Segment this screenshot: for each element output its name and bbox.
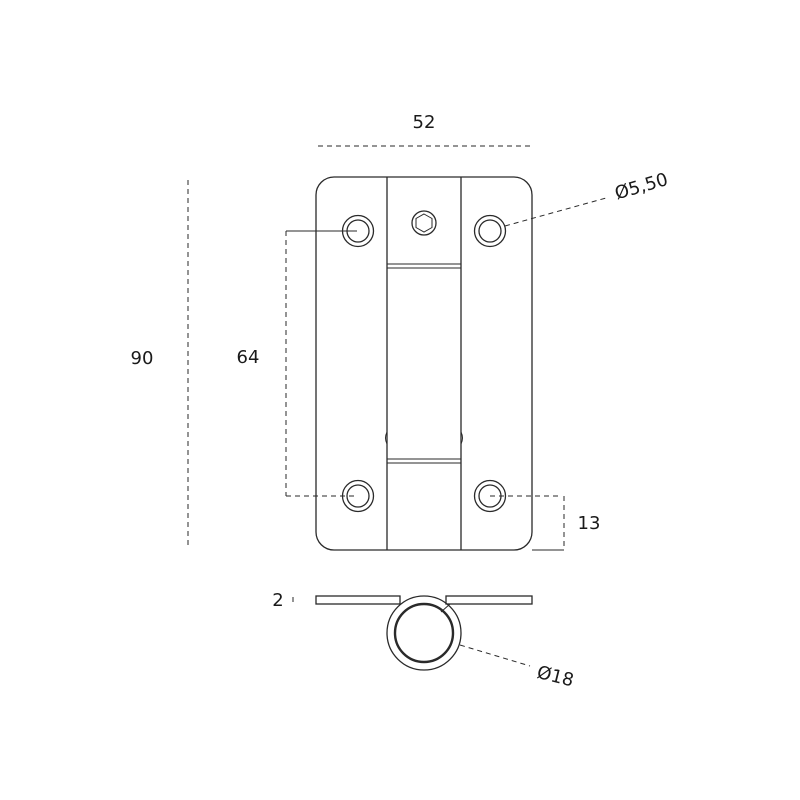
side-leaf-left (315, 595, 401, 605)
dimension-hole-diameter: Ø5,50 (504, 169, 671, 227)
dimension-knuckle-diameter-label: Ø18 (535, 662, 576, 691)
hinge-side-view (315, 595, 533, 671)
dimension-hole-spacing: 64 (237, 230, 357, 497)
dimension-width-label: 52 (413, 112, 436, 133)
screw-hole-top-right (473, 214, 507, 248)
dimension-hole-spacing-label: 64 (237, 347, 260, 368)
side-leaf-right (445, 595, 533, 605)
dimension-edge-offset-label: 13 (578, 513, 601, 534)
knuckle-outer (386, 595, 462, 671)
dimension-height-label: 90 (131, 348, 154, 369)
dimension-knuckle-diameter: Ø18 (459, 644, 576, 691)
pin-head-hex (411, 210, 437, 236)
hinge-front-view (315, 176, 533, 551)
knuckle-gap-mark-left (385, 431, 388, 445)
dimension-hole-diameter-label: Ø5,50 (613, 169, 671, 204)
knuckle-gap-mark-right (460, 431, 463, 445)
dimension-thickness-label: 2 (272, 590, 283, 611)
knuckle-slot-line (440, 603, 451, 613)
dimension-edge-offset: 13 (490, 495, 601, 551)
dimension-height: 90 (131, 180, 189, 548)
screw-hole-bottom-left (341, 479, 375, 513)
dimension-width: 52 (318, 112, 530, 147)
hinge-plate-outline (315, 176, 533, 551)
dimension-thickness: 2 (272, 590, 294, 611)
knuckle-inner (393, 602, 455, 664)
